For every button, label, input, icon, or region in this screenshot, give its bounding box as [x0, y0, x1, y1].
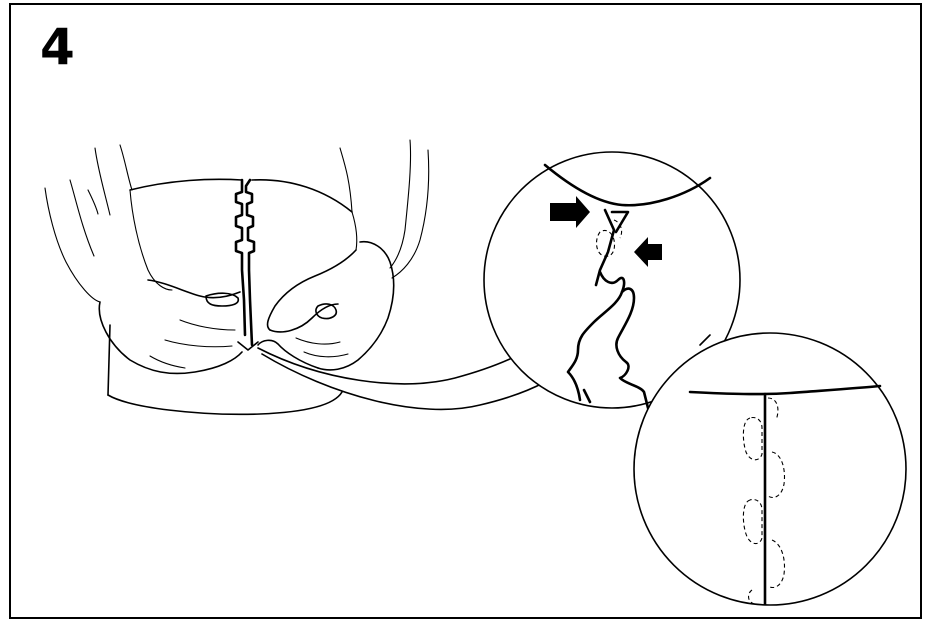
hands-joining-lampshade-seam-icon: [44, 139, 430, 416]
puzzle-tab-insertion-detail-icon: [483, 151, 741, 410]
arrow-icon: [550, 196, 590, 228]
step-number: 4: [40, 18, 75, 76]
arrow-icon: [634, 237, 662, 267]
joined-seam-detail-icon: [633, 332, 907, 606]
